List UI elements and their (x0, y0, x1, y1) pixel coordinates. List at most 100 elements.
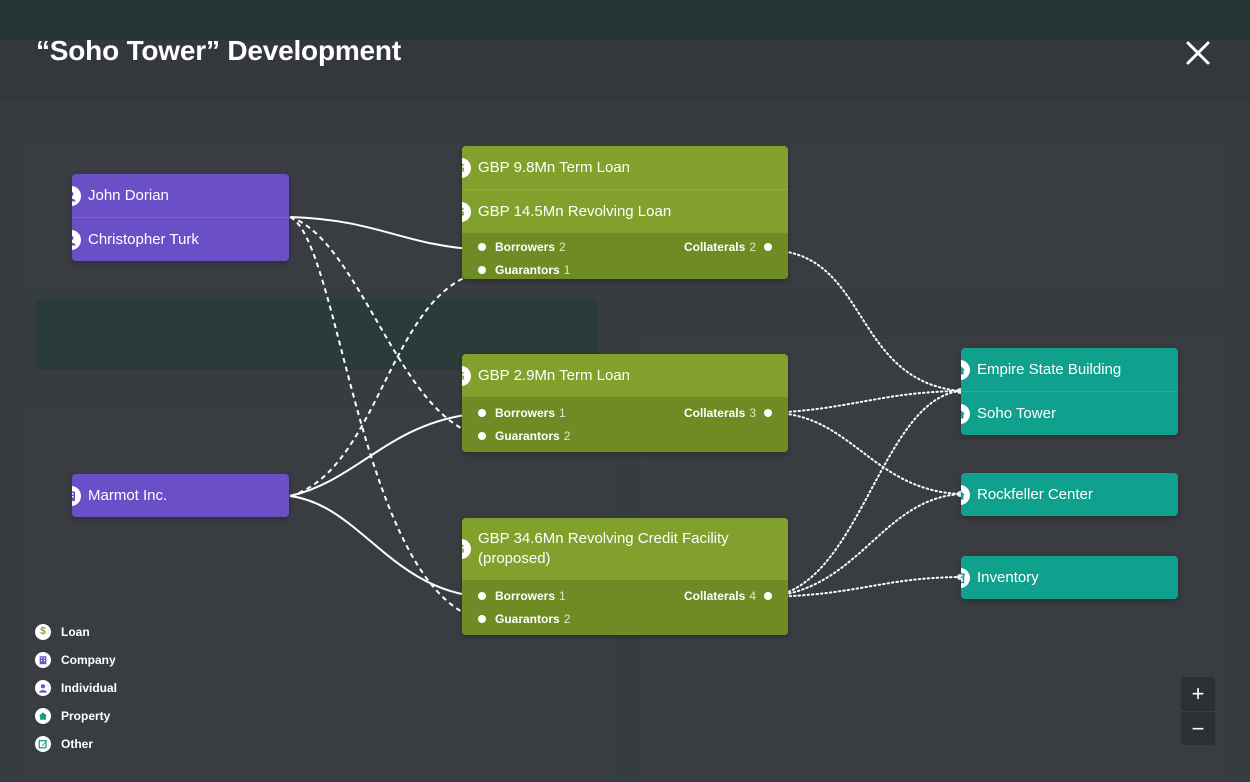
person-icon (35, 680, 51, 696)
collateral-row[interactable]: Inventory (961, 556, 1178, 599)
guarantors-count: 1 (563, 263, 571, 277)
party-row[interactable]: Marmot Inc. (72, 474, 289, 517)
borrowers-label: Borrowers (495, 589, 556, 603)
zoom-controls: + − (1181, 677, 1215, 745)
edge-collateral (766, 411, 961, 495)
edge-borrower (289, 412, 483, 497)
edge-borrower (289, 495, 483, 598)
edge-collateral (766, 576, 961, 598)
guarantors-port[interactable]: Guarantors 1 (478, 263, 570, 277)
loan-node[interactable]: $ GBP 9.8Mn Term Loan $ GBP 14.5Mn Revol… (462, 146, 788, 279)
edit-icon (961, 567, 970, 588)
edit-icon (35, 736, 51, 752)
zoom-in-button[interactable]: + (1191, 681, 1205, 706)
individuals-node[interactable]: John Dorian Christopher Turk (72, 174, 289, 261)
close-button[interactable] (1183, 38, 1213, 68)
party-name: Christopher Turk (88, 231, 199, 248)
collaterals-port[interactable]: Collaterals 2 (684, 240, 772, 254)
collaterals-count: 3 (749, 406, 756, 420)
legend-label: Loan (61, 625, 90, 639)
loan-row[interactable]: $ GBP 14.5Mn Revolving Loan (462, 189, 788, 233)
legend-item: Property (35, 702, 117, 730)
borrowers-label: Borrowers (495, 240, 556, 254)
loan-row[interactable]: $ GBP 9.8Mn Term Loan (462, 146, 788, 189)
legend-item: Individual (35, 674, 117, 702)
loan-node[interactable]: $ GBP 2.9Mn Term Loan Borrowers 1 Guaran… (462, 354, 788, 452)
port-dot (478, 615, 486, 623)
borrowers-port[interactable]: Borrowers 1 (478, 589, 566, 603)
borrowers-count: 2 (559, 240, 566, 254)
dollar-icon: $ (462, 365, 471, 386)
borrowers-label: Borrowers (495, 406, 556, 420)
guarantors-count: 2 (563, 429, 571, 443)
loan-title: GBP 9.8Mn Term Loan (478, 159, 631, 176)
house-icon (35, 708, 51, 724)
legend-label: Other (61, 737, 94, 751)
dollar-icon: $ (462, 201, 471, 222)
collateral-name: Inventory (977, 569, 1039, 586)
collateral-node[interactable]: Empire State Building Soho Tower (961, 348, 1178, 435)
port-dot (764, 592, 772, 600)
party-row[interactable]: John Dorian (72, 174, 289, 217)
edge-collateral (766, 493, 961, 598)
legend-item: Other (35, 730, 117, 758)
loan-row[interactable]: $ GBP 34.6Mn Revolving Credit Facility (… (462, 518, 788, 580)
loan-footer: Borrowers 2 Guarantors 1 Collaterals 2 (462, 233, 788, 279)
collateral-name: Empire State Building (977, 361, 1122, 378)
legend-item: $ Loan (35, 618, 117, 646)
legend-label: Company (61, 653, 116, 667)
edge-guarantor (289, 216, 483, 621)
company-node[interactable]: Marmot Inc. (72, 474, 289, 517)
loan-row[interactable]: $ GBP 2.9Mn Term Loan (462, 354, 788, 397)
person-icon (72, 229, 81, 250)
collateral-row[interactable]: Soho Tower (961, 391, 1178, 435)
dollar-icon: $ (462, 157, 471, 178)
guarantors-port[interactable]: Guarantors 2 (478, 429, 570, 443)
collateral-node[interactable]: Inventory (961, 556, 1178, 599)
edge-collateral (766, 390, 961, 414)
close-icon (1186, 41, 1210, 65)
port-dot (478, 432, 486, 440)
edge-borrower (289, 216, 483, 251)
collateral-name: Soho Tower (977, 405, 1056, 422)
collaterals-count: 2 (749, 240, 756, 254)
port-dot (478, 409, 486, 417)
edge-collateral (766, 249, 961, 392)
collaterals-label: Collaterals (683, 406, 746, 420)
legend-item: Company (35, 646, 117, 674)
loan-title: GBP 2.9Mn Term Loan (478, 367, 631, 384)
collaterals-port[interactable]: Collaterals 4 (684, 589, 772, 603)
zoom-out-button[interactable]: − (1181, 711, 1215, 746)
port-dot (478, 243, 486, 251)
collaterals-count: 4 (749, 589, 756, 603)
borrowers-count: 1 (559, 406, 566, 420)
borrowers-port[interactable]: Borrowers 2 (478, 240, 566, 254)
collateral-row[interactable]: Rockfeller Center (961, 473, 1178, 516)
dollar-icon: $ (462, 539, 471, 559)
guarantors-label: Guarantors (495, 612, 560, 626)
collateral-name: Rockfeller Center (977, 486, 1093, 503)
house-icon (961, 359, 970, 380)
guarantors-label: Guarantors (495, 263, 560, 277)
guarantors-label: Guarantors (495, 429, 560, 443)
collateral-node[interactable]: Rockfeller Center (961, 473, 1178, 516)
modal-title: “Soho Tower” Development (36, 35, 401, 66)
person-icon (72, 185, 81, 206)
legend-label: Property (61, 709, 111, 723)
party-row[interactable]: Christopher Turk (72, 217, 289, 261)
port-dot (478, 266, 486, 274)
collateral-row[interactable]: Empire State Building (961, 348, 1178, 391)
guarantors-port[interactable]: Guarantors 2 (478, 612, 570, 626)
port-dot (764, 409, 772, 417)
port-dot (764, 243, 772, 251)
loan-title: GBP 34.6Mn Revolving Credit Facility (pr… (478, 530, 729, 567)
guarantors-count: 2 (563, 612, 571, 626)
loan-footer: Borrowers 1 Guarantors 2 Collaterals 4 (462, 580, 788, 635)
borrowers-port[interactable]: Borrowers 1 (478, 406, 566, 420)
collaterals-port[interactable]: Collaterals 3 (684, 406, 772, 420)
loan-node[interactable]: $ GBP 34.6Mn Revolving Credit Facility (… (462, 518, 788, 635)
building-icon (35, 652, 51, 668)
building-icon (72, 485, 81, 506)
edge-collateral (766, 390, 961, 598)
